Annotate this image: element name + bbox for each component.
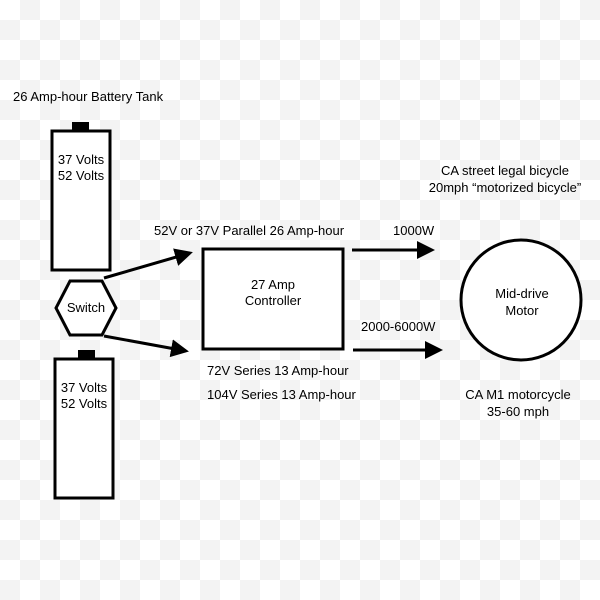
bicycle-note-1: CA street legal bicycle <box>441 163 569 178</box>
arrow-series <box>103 334 189 358</box>
parallel-label: 52V or 37V Parallel 26 Amp-hour <box>154 223 345 238</box>
arrow-parallel <box>103 248 193 280</box>
battery-terminal-icon <box>72 122 89 131</box>
motor-label-2: Motor <box>505 303 539 318</box>
bicycle-note-2: 20mph “motorized bicycle” <box>429 180 581 195</box>
battery-top-voltage-1: 37 Volts <box>58 152 105 167</box>
battery-bottom-voltage-2: 52 Volts <box>61 396 108 411</box>
battery-bottom: 37 Volts 52 Volts <box>53 350 115 500</box>
controller-label-2: Controller <box>245 293 302 308</box>
switch-label: Switch <box>67 300 105 315</box>
battery-top: 37 Volts 52 Volts <box>50 122 112 272</box>
motorcycle-note-2: 35-60 mph <box>487 404 549 419</box>
motor-label-1: Mid-drive <box>495 286 548 301</box>
series-label-72v: 72V Series 13 Amp-hour <box>207 363 349 378</box>
power-low-label: 1000W <box>393 223 435 238</box>
controller-label-1: 27 Amp <box>251 277 295 292</box>
battery-bottom-voltage-1: 37 Volts <box>61 380 108 395</box>
battery-tank-label: 26 Amp-hour Battery Tank <box>13 89 164 104</box>
motorcycle-note-1: CA M1 motorcycle <box>465 387 570 402</box>
controller: 27 Amp Controller <box>201 247 345 351</box>
battery-terminal-icon <box>78 350 95 359</box>
switch: Switch <box>54 279 118 337</box>
series-label-104v: 104V Series 13 Amp-hour <box>207 387 357 402</box>
battery-top-voltage-2: 52 Volts <box>58 168 105 183</box>
motor: Mid-drive Motor <box>459 238 583 362</box>
power-high-label: 2000-6000W <box>361 319 436 334</box>
